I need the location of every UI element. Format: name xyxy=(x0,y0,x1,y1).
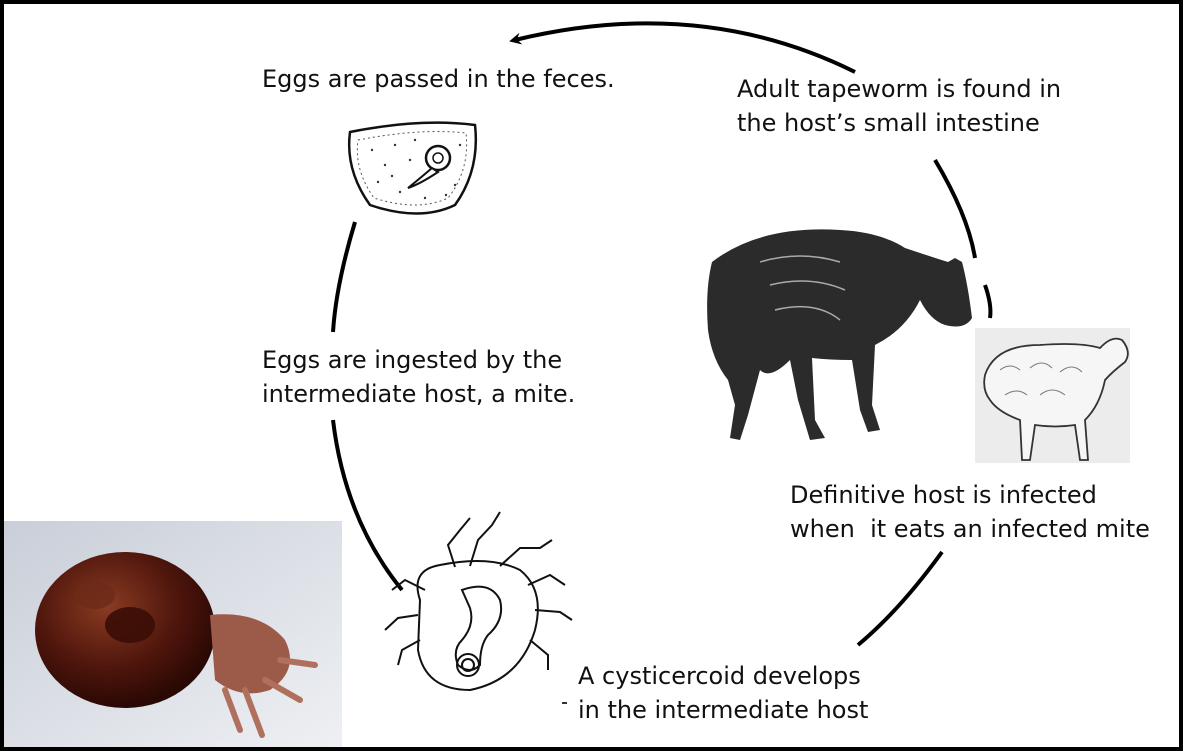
arc-left-upper xyxy=(333,222,355,332)
label-line: in the intermediate host xyxy=(578,693,868,727)
sheep-illustration xyxy=(975,328,1130,463)
label-line: Eggs are ingested by the xyxy=(262,343,575,377)
label-line: when it eats an infected mite xyxy=(790,512,1150,546)
cow-illustration xyxy=(707,229,972,440)
arc-left-lower xyxy=(333,420,402,590)
egg-illustration xyxy=(349,123,476,214)
label-line: the host’s small intestine xyxy=(737,106,1061,140)
mite-photo xyxy=(4,521,342,747)
arc-lower-right xyxy=(858,552,942,645)
stray-dash-mark xyxy=(562,702,567,704)
label-adult-tapeworm: Adult tapeworm is found in the host’s sm… xyxy=(737,72,1061,140)
label-eggs-passed: Eggs are passed in the feces. xyxy=(262,62,615,96)
label-cysticercoid: A cysticercoid develops in the intermedi… xyxy=(578,659,868,727)
label-line: Definitive host is infected xyxy=(790,478,1150,512)
label-line: Eggs are passed in the feces. xyxy=(262,62,615,96)
mite-illustration xyxy=(385,512,572,690)
arc-right-lower xyxy=(985,285,990,318)
label-line: intermediate host, a mite. xyxy=(262,377,575,411)
label-line: Adult tapeworm is found in xyxy=(737,72,1061,106)
label-definitive-host: Definitive host is infected when it eats… xyxy=(790,478,1150,546)
label-line: A cysticercoid develops xyxy=(578,659,868,693)
label-eggs-ingested: Eggs are ingested by the intermediate ho… xyxy=(262,343,575,411)
arc-right-upper xyxy=(935,160,975,258)
